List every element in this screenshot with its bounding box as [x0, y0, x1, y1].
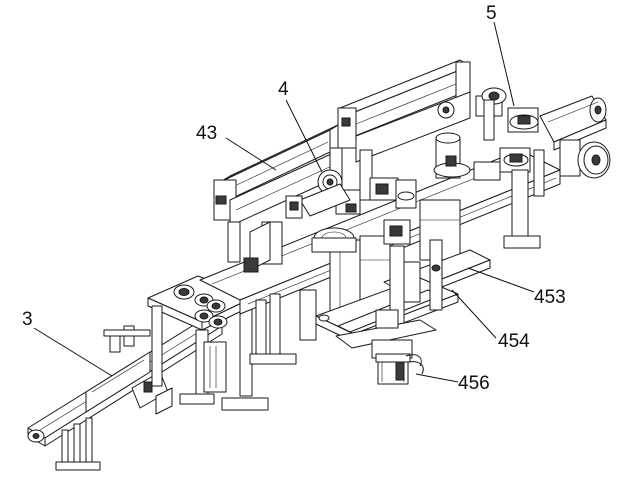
lift-motor — [371, 339, 424, 385]
process-stations — [243, 87, 539, 273]
lift-assembly — [315, 239, 491, 349]
label-456: 456 — [458, 373, 490, 394]
label-5: 5 — [486, 3, 497, 24]
leader-3 — [33, 327, 113, 377]
leader-453 — [467, 267, 535, 293]
label-454: 454 — [498, 331, 530, 352]
label-3: 3 — [22, 309, 33, 330]
feeding-station — [147, 275, 269, 411]
left-conveyor — [27, 317, 223, 471]
leader-lines — [33, 21, 535, 383]
leader-456 — [415, 373, 459, 383]
leader-454 — [451, 289, 497, 339]
leader-4 — [285, 99, 323, 173]
leader-43 — [225, 137, 277, 171]
right-conveyor — [503, 95, 611, 249]
label-4: 4 — [278, 79, 289, 100]
leader-5 — [493, 21, 515, 107]
label-43: 43 — [196, 123, 218, 144]
label-453: 453 — [534, 287, 566, 308]
